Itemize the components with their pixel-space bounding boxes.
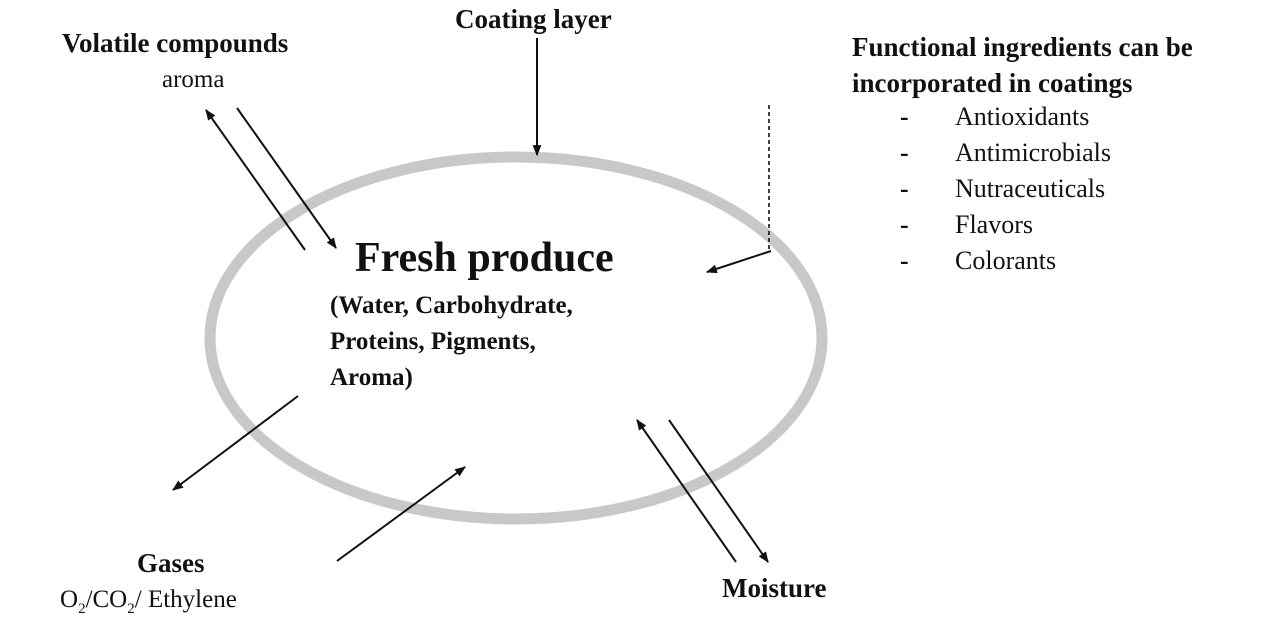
formula-subscript: 2 [78,601,86,617]
formula-part: /CO [85,586,128,613]
list-item: - Antioxidants [900,99,1111,135]
functional-ingredients-heading: Functional ingredients can be incorporat… [852,29,1193,101]
formula-subscript: 2 [127,601,135,617]
coating-ellipse [204,151,828,525]
gases-formula: O2/CO2/ Ethylene [60,586,237,618]
formula-part: O [60,586,79,613]
functional-heading-line2: incorporated in coatings [852,68,1133,98]
list-item-label: Antimicrobials [955,138,1111,167]
fresh-produce-composition: (Water, Carbohydrate, Proteins, Pigments… [330,288,573,396]
bullet-dash: - [900,210,909,239]
composition-line: Aroma) [330,364,413,391]
list-item: - Nutraceuticals [900,171,1111,207]
moisture-in-arrow [668,419,769,563]
formula-part: / Ethylene [134,586,237,613]
volatile-out-arrow [205,109,306,251]
bullet-dash: - [900,246,909,275]
volatile-in-arrow [236,107,337,249]
bullet-dash: - [900,138,909,167]
bullet-dash: - [900,174,909,203]
coating-layer-label: Coating layer [455,4,612,34]
functional-heading-line1: Functional ingredients can be [852,32,1193,62]
volatile-compounds-label: Volatile compounds [62,28,289,58]
gases-in-arrow [336,466,466,562]
volatile-aroma-label: aroma [162,66,225,93]
list-item-label: Flavors [955,210,1033,239]
bullet-dash: - [900,102,909,131]
gases-out-arrow [172,395,299,491]
list-item: - Flavors [900,207,1111,243]
moisture-out-arrow [636,419,737,563]
gases-label: Gases [137,548,205,578]
list-item: - Colorants [900,243,1111,279]
functional-in-arrow [705,250,772,274]
list-item: - Antimicrobials [900,135,1111,171]
list-item-label: Antioxidants [955,102,1090,131]
functional-ingredients-list: - Antioxidants - Antimicrobials - Nutraceut… [900,99,1111,279]
composition-line: Proteins, Pigments, [330,328,536,355]
fresh-produce-title: Fresh produce [355,235,614,281]
list-item-label: Colorants [955,246,1057,275]
composition-line: (Water, Carbohydrate, [330,292,573,319]
list-item-label: Nutraceuticals [955,174,1106,203]
moisture-label: Moisture [722,573,827,603]
